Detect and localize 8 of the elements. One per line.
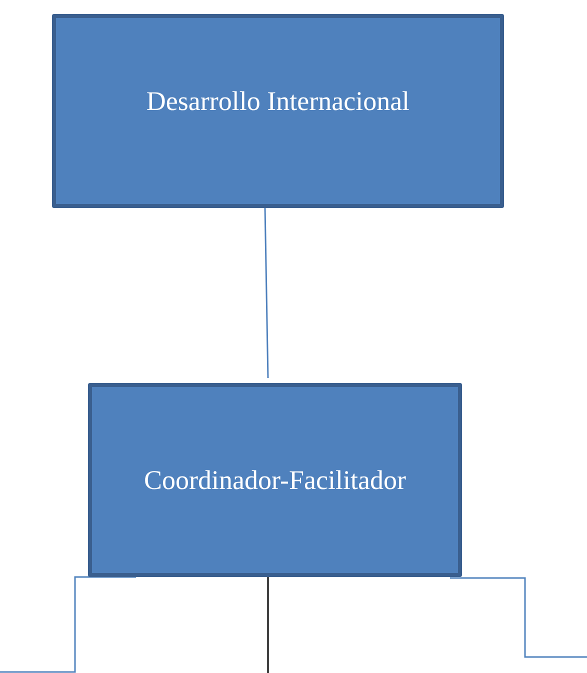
box-label: Coordinador-Facilitador [143,464,407,496]
box-label: Desarrollo Internacional [145,84,411,118]
org-box [88,383,462,577]
connector-line [0,576,136,673]
org-box [52,14,504,208]
connector-line [450,577,587,658]
connector-line [267,577,269,673]
connector-line [264,208,269,378]
